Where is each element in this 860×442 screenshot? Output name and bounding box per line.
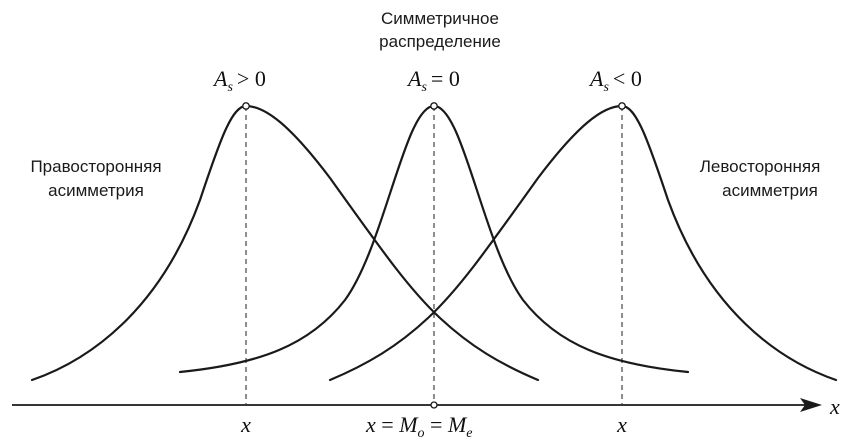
- condition-positive-relation: > 0: [237, 66, 266, 91]
- center-formula-me: M: [447, 412, 468, 437]
- condition-negative-subscript: s: [603, 80, 609, 95]
- center-formula-me-sub: e: [466, 426, 472, 441]
- center-formula-x: x: [365, 412, 376, 437]
- condition-positive-subscript: s: [227, 80, 233, 95]
- center-formula-mo-sub: o: [418, 426, 425, 441]
- condition-positive: As > 0: [212, 66, 266, 95]
- x-axis-label: x: [829, 394, 840, 419]
- left-skew-label-line2: асимметрия: [722, 181, 818, 200]
- condition-negative: As < 0: [588, 66, 642, 95]
- center-formula-mo: M: [398, 412, 419, 437]
- curve-right-skew: [30, 104, 540, 382]
- symmetric-title-line2: распределение: [379, 32, 501, 51]
- center-axis-point: [430, 401, 438, 409]
- condition-positive-symbol: A: [212, 66, 228, 91]
- tick-label-left: x: [240, 412, 251, 437]
- peak-point-positive: [242, 102, 250, 110]
- left-skew-label-line1: Левосторонняя: [700, 157, 821, 176]
- curve-left-skew: [328, 104, 838, 382]
- condition-zero-subscript: s: [421, 80, 427, 95]
- center-formula: x = Mo = Me: [365, 412, 472, 441]
- center-formula-eq2: =: [425, 412, 448, 437]
- condition-zero-symbol: A: [406, 66, 422, 91]
- right-skew-label-line2: асимметрия: [48, 181, 144, 200]
- symmetric-title-line1: Симметричное: [381, 9, 499, 28]
- condition-negative-symbol: A: [588, 66, 604, 91]
- peak-point-symmetric: [430, 102, 438, 110]
- x-axis-arrow-icon: [800, 398, 822, 412]
- condition-zero-relation: = 0: [431, 66, 460, 91]
- tick-label-right: x: [616, 412, 627, 437]
- condition-negative-relation: < 0: [613, 66, 642, 91]
- peak-point-negative: [618, 102, 626, 110]
- center-formula-eq1: =: [376, 412, 399, 437]
- right-skew-label-line1: Правосторонняя: [30, 157, 161, 176]
- condition-zero: As = 0: [406, 66, 460, 95]
